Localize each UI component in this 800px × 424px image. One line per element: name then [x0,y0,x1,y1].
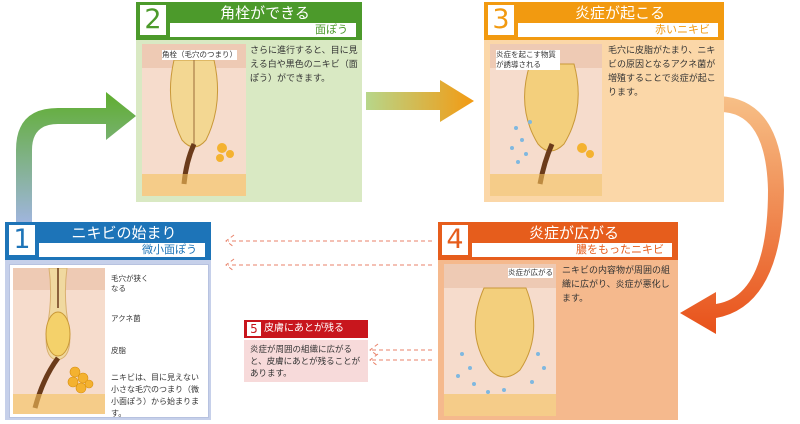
step-4-header: 4 炎症が広がる 膿をもったニキビ [438,222,678,260]
step-1-subtitle: 微小面ぽう [39,243,205,257]
step-2-header: 2 角栓ができる 面ぽう [136,2,362,40]
step-2-label-plug: 角栓（毛穴のつまり） [162,50,237,60]
step-4-label-spread: 炎症が広がる [508,268,553,278]
step-5-title: 皮膚にあとが残る [264,323,344,334]
step-2-subtitle: 面ぽう [170,23,356,37]
step-1-description: ニキビは、目に見えない小さな毛穴のつまり（微小面ぽう）から始まります。 [111,373,199,418]
step-3-subtitle: 赤いニキビ [518,23,718,37]
step-4-title: 炎症が広がる [528,224,619,242]
step-4-subtitle: 膿をもったニキビ [472,243,672,257]
step-1-label-bacteria: アクネ菌 [111,314,141,323]
step-5-panel: 炎症が周囲の組織に広がると、皮膚にあとが残ることがあります。 [244,340,368,382]
step-1-title: ニキビの始まり [71,224,177,242]
step-4-description: ニキビの内容物が周囲の組織に広がり、炎症が悪化します。 [562,266,671,304]
step-3-description: 毛穴に皮脂がたまり、ニキビの原因となるアクネ菌が増殖することで炎症が起こります。 [608,46,716,98]
step-3-label-inflammation-substance: 炎症を起こす物質が誘導される [496,50,560,70]
step-4-number: 4 [442,225,468,255]
step-2-illustration [142,44,246,196]
step-2-panel: 2 角栓ができる 面ぽう 角栓（毛穴のつまり） さらに進行すると、目に見える白や… [136,2,362,202]
step-5-header: 5 皮膚にあとが残る [244,320,368,338]
step-5-description: 炎症が周囲の組織に広がると、皮膚にあとが残ることがあります。 [250,345,361,379]
step-2-description: さらに進行すると、目に見える白や黒色のニキビ（面ぽう）ができます。 [250,46,358,84]
step-3-title: 炎症が起こる [574,4,665,22]
step-4-panel: 4 炎症が広がる 膿をもったニキビ 炎症が広がる ニキビの内容物が周囲の組織に広… [438,222,678,420]
arrow-1-to-2 [16,92,136,222]
step-2-number: 2 [140,5,166,35]
step-3-panel: 3 炎症が起こる 赤いニキビ 炎症を起こす物質が誘導される 毛穴に皮脂がたまり、… [484,2,724,202]
step-1-illustration [13,268,105,414]
arrow-2-to-3 [366,80,474,122]
step-1-header: 1 ニキビの始まり 微小面ぽう [5,222,211,260]
step-5-number: 5 [247,322,261,336]
arrow-3-to-4 [680,96,784,334]
step-1-label-pore: 毛穴が狭くなる [111,274,149,293]
step-1-number: 1 [9,225,35,255]
step-1-label-sebum: 皮脂 [111,346,126,355]
step-1-panel: 1 ニキビの始まり 微小面ぽう 毛穴が狭くなる アクネ菌 皮脂 ニキビは、目に見… [5,222,211,420]
step-4-illustration [444,264,556,416]
step-2-title: 角栓ができる [220,4,310,22]
step-3-header: 3 炎症が起こる 赤いニキビ [484,2,724,40]
step-3-number: 3 [488,5,514,35]
